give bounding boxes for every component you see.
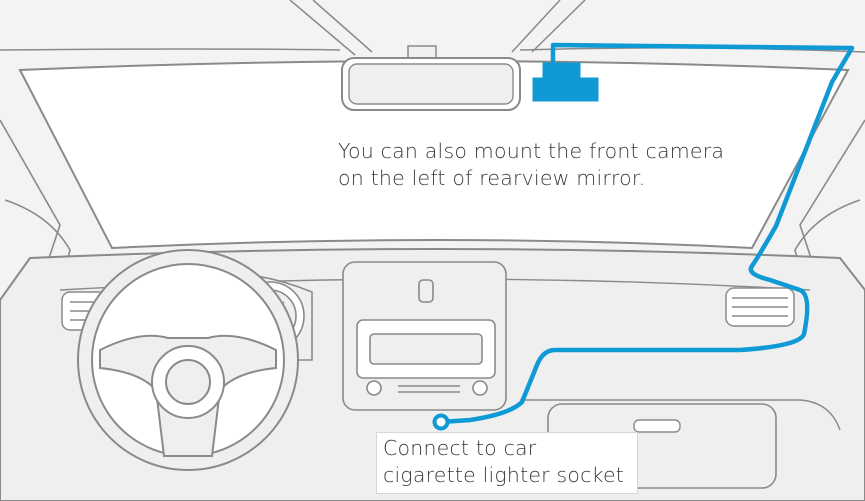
power-socket-icon [432,413,450,431]
front-camera-note-line-2: on the left of rearview mirror. [338,166,646,190]
socket-connection-note: Connect to car cigarette lighter socket [376,432,638,494]
front-camera-note-line-1: You can also mount the front camera [338,139,725,163]
dash-camera-icon [532,62,599,102]
center-console [342,261,507,411]
glove-box-handle [633,419,681,433]
socket-note-line-1: Connect to car [383,436,537,460]
steering-wheel-icon [77,249,299,471]
rearview-mirror [341,45,521,111]
front-camera-mount-note: You can also mount the front camera on t… [338,138,768,192]
power-cable [438,42,855,425]
socket-note-line-2: cigarette lighter socket [383,463,624,487]
windshield [18,60,850,250]
